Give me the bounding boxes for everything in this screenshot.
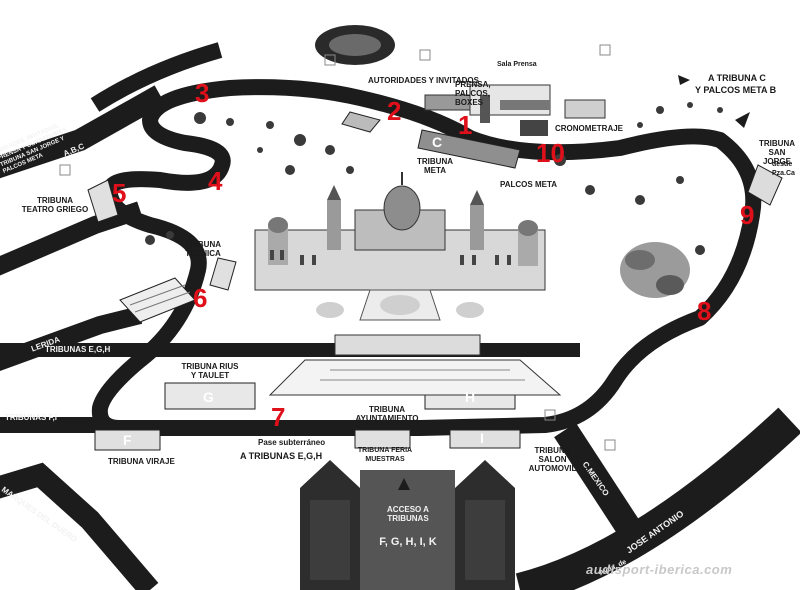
stand-meta: [341, 111, 381, 133]
access-road-marques-duero: [0, 462, 159, 590]
label-tribuna-teatro: TRIBUNA TEATRO GRIEGO: [21, 196, 89, 214]
label-sala-prensa: Sala Prensa: [497, 61, 537, 68]
corner-6: 6: [193, 283, 208, 313]
watermark: audisport-iberica.com: [586, 562, 733, 577]
access-road-left-top: [90, 42, 223, 112]
label-acceso-letters: F, G, H, I, K: [379, 536, 437, 548]
label-tribuna-c: A TRIBUNA C: [708, 73, 766, 83]
corner-5: 5: [112, 178, 127, 208]
park-cluster-right: [620, 242, 690, 298]
label-autoridades: AUTORIDADES Y INVITADOS: [368, 76, 479, 85]
label-a-tribunas-egh: A TRIBUNAS E,G,H: [240, 451, 323, 461]
stand-teatro-griego: [87, 179, 119, 223]
pit-buildings: [424, 84, 606, 136]
corner-8: 8: [697, 296, 712, 326]
stand-letter-g: G: [203, 389, 214, 405]
stand-c: [417, 129, 521, 169]
label-cronometraje: CRONOMETRAJE: [555, 124, 624, 133]
label-tribuna-viraje: TRIBUNA VIRAJE: [108, 457, 175, 466]
national-palace: [254, 172, 546, 321]
label-pase-subterraneo: Pase subterráneo: [258, 438, 326, 447]
label-tribuna-meta: TRIBUNA META: [417, 157, 453, 175]
label-tribuna-salon: TRIBUNA SALON AUTOMOVIL: [528, 446, 577, 473]
stand-i: [449, 429, 521, 449]
label-tribuna-ayuntamiento: TRIBUNA AYUNTAMIENTO: [355, 405, 419, 423]
label-tribuna-san-jorge: TRIBUNA SAN JORGE: [759, 139, 795, 166]
plaza: [268, 334, 562, 396]
corner-2: 2: [387, 96, 402, 126]
fountains: [316, 295, 484, 318]
corner-3: 3: [195, 78, 210, 108]
stand-letter-c: C: [432, 134, 443, 150]
label-tribuna-tecnica: TRIBUNA TECNICA: [185, 240, 221, 258]
label-desde: desde Pza.Ca: [772, 161, 795, 177]
stand-feria: [354, 429, 411, 449]
label-tribunas-egh: TRIBUNAS E,G,H: [45, 345, 111, 354]
stand-g: [164, 382, 256, 410]
label-palcos-meta: PALCOS META: [500, 180, 558, 189]
label-acceso: Acceso a Tribunas: [387, 505, 429, 523]
stand-f: [94, 429, 161, 451]
corner-10: 10: [536, 138, 565, 168]
stadium: [315, 25, 395, 65]
parking-icons: [59, 44, 616, 451]
stand-tecnica: [209, 257, 237, 291]
label-tribunas-fi: TRIBUNAS F,I: [5, 413, 57, 422]
trees: [145, 102, 723, 255]
stand-letter-h: H: [465, 389, 476, 405]
road-jose-antonio: [515, 407, 800, 590]
direction-arrows: [70, 75, 750, 490]
access-road-left-upper: [0, 85, 166, 179]
corner-4: 4: [208, 166, 223, 196]
label-tribuna-feria: TRIBUNA FERIA MUESTRAS: [357, 447, 413, 463]
stand-letter-f: F: [123, 432, 132, 448]
corner-9: 9: [740, 200, 755, 230]
label-palcos-meta-b: Y PALCOS META B: [695, 85, 777, 95]
pavilion-left: [119, 277, 196, 323]
stand-letter-i: I: [480, 430, 484, 446]
corner-1: 1: [458, 110, 473, 140]
venetian-towers: [300, 460, 515, 590]
corner-7: 7: [271, 402, 286, 432]
label-tribuna-rius: TRIBUNA RIUS Y TAULET: [181, 362, 239, 380]
stand-san-jorge: [747, 164, 783, 206]
label-prensa: PRENSA, PALCOS, BOXES: [455, 80, 491, 107]
